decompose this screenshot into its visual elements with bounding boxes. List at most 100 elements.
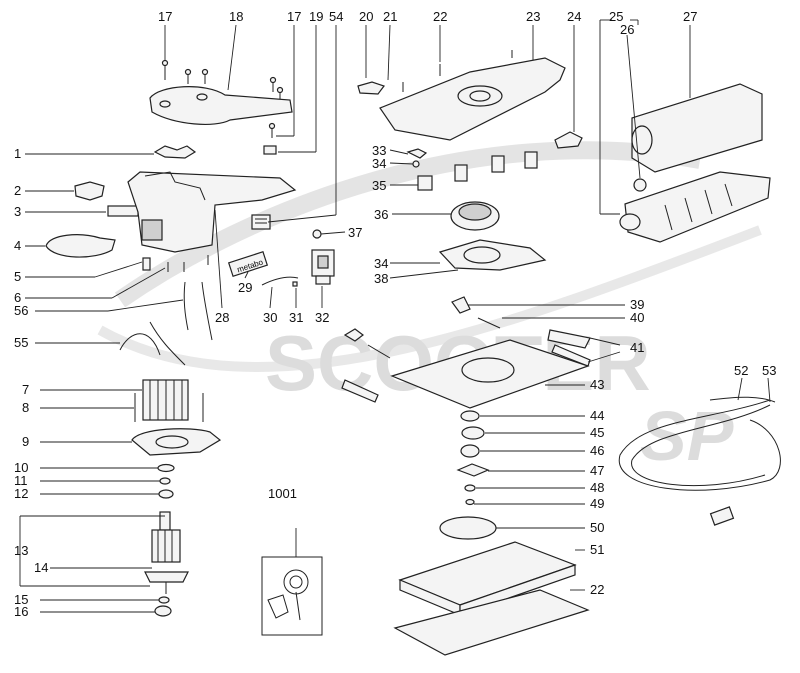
- label-39: 39: [630, 297, 644, 312]
- dust-container: [631, 83, 763, 173]
- filter-26: [633, 178, 647, 192]
- filter-frame: [619, 171, 771, 243]
- bearing-16: [154, 605, 172, 617]
- lever: [357, 81, 385, 95]
- label-54: 54: [329, 9, 343, 24]
- sanding-pad: [398, 541, 577, 616]
- cap: [45, 234, 116, 258]
- washer-48: [464, 484, 476, 492]
- perforated-plate: [393, 589, 590, 656]
- capacitor-block: [311, 249, 335, 285]
- washer-11: [159, 477, 171, 485]
- handle-cover: [149, 86, 293, 125]
- label-47: 47: [590, 463, 604, 478]
- screws-top: [161, 59, 284, 138]
- eccentric-47: [456, 463, 490, 477]
- label-35: 35: [372, 178, 386, 193]
- label-11: 11: [14, 473, 28, 488]
- watermark-mark: SP: [640, 397, 734, 475]
- label-51: 51: [590, 542, 604, 557]
- label-56: 56: [14, 303, 28, 318]
- part-33: [406, 148, 428, 159]
- label-18: 18: [229, 9, 243, 24]
- label-33: 33: [372, 143, 386, 158]
- label-29: 29: [238, 280, 252, 295]
- label-14: 14: [34, 560, 48, 575]
- washer-10: [157, 463, 175, 473]
- label-23: 23: [526, 9, 540, 24]
- bearing-46: [460, 444, 480, 458]
- label-2: 2: [14, 183, 21, 198]
- power-cable: [618, 396, 781, 526]
- label-22: 22: [590, 582, 604, 597]
- label-19: 19: [309, 9, 323, 24]
- label-52: 52: [734, 363, 748, 378]
- label-26: 26: [620, 22, 634, 37]
- label-24: 24: [567, 9, 581, 24]
- label-4: 4: [14, 238, 21, 253]
- clamp-41: [547, 329, 591, 349]
- label-21: 21: [383, 9, 397, 24]
- damping-disc: [439, 516, 497, 540]
- brush-inset: [261, 556, 323, 636]
- label-27: 27: [683, 9, 697, 24]
- label-1001: 1001: [268, 486, 297, 501]
- label-43: 43: [590, 377, 604, 392]
- label-10: 10: [14, 460, 28, 475]
- label-6: 6: [14, 290, 21, 305]
- fan: [450, 201, 500, 231]
- label-34: 34: [374, 256, 388, 271]
- label-32: 32: [315, 310, 329, 325]
- brush-holder: [142, 257, 151, 271]
- label-strip: [107, 205, 139, 217]
- label-48: 48: [590, 480, 604, 495]
- label-5: 5: [14, 269, 21, 284]
- label-50: 50: [590, 520, 604, 535]
- label-8: 8: [22, 400, 29, 415]
- label-55: 55: [14, 335, 28, 350]
- motor-stator: [142, 379, 189, 421]
- screw-37: [312, 229, 322, 239]
- clamp-39: [451, 296, 471, 314]
- ring-44: [460, 410, 480, 422]
- rating-plate: [251, 214, 271, 230]
- label-15: 15: [14, 592, 28, 607]
- label-53: 53: [762, 363, 776, 378]
- motor-housing: [127, 171, 297, 253]
- wire: [183, 281, 189, 331]
- washer-15: [158, 596, 170, 604]
- label-9: 9: [22, 434, 29, 449]
- label-40: 40: [630, 310, 644, 325]
- label-1: 1: [14, 146, 21, 161]
- cable-30: [261, 276, 299, 286]
- clip: [263, 145, 277, 155]
- label-28: 28: [215, 310, 229, 325]
- leader-lines: [19, 19, 771, 613]
- label-49: 49: [590, 496, 604, 511]
- label-37: 37: [348, 225, 362, 240]
- label-7: 7: [22, 382, 29, 397]
- label-20: 20: [359, 9, 373, 24]
- parts: metabo: [45, 50, 781, 656]
- pin-40: [477, 317, 501, 329]
- nut-35: [417, 175, 433, 191]
- label-41: 41: [630, 340, 644, 355]
- washer-49: [465, 498, 475, 506]
- label-16: 16: [14, 604, 28, 619]
- label-44: 44: [590, 408, 604, 423]
- label-17: 17: [158, 9, 172, 24]
- latch: [554, 131, 583, 149]
- label-30: 30: [263, 310, 277, 325]
- ring-45: [461, 426, 485, 440]
- label-12: 12: [14, 486, 28, 501]
- label-25: 25: [609, 9, 623, 24]
- label-38: 38: [374, 271, 388, 286]
- label-36: 36: [374, 207, 388, 222]
- label-3: 3: [14, 204, 21, 219]
- label-22: 22: [433, 9, 447, 24]
- label-45: 45: [590, 425, 604, 440]
- bearing-12: [158, 489, 174, 499]
- switch: [74, 181, 105, 201]
- label-46: 46: [590, 443, 604, 458]
